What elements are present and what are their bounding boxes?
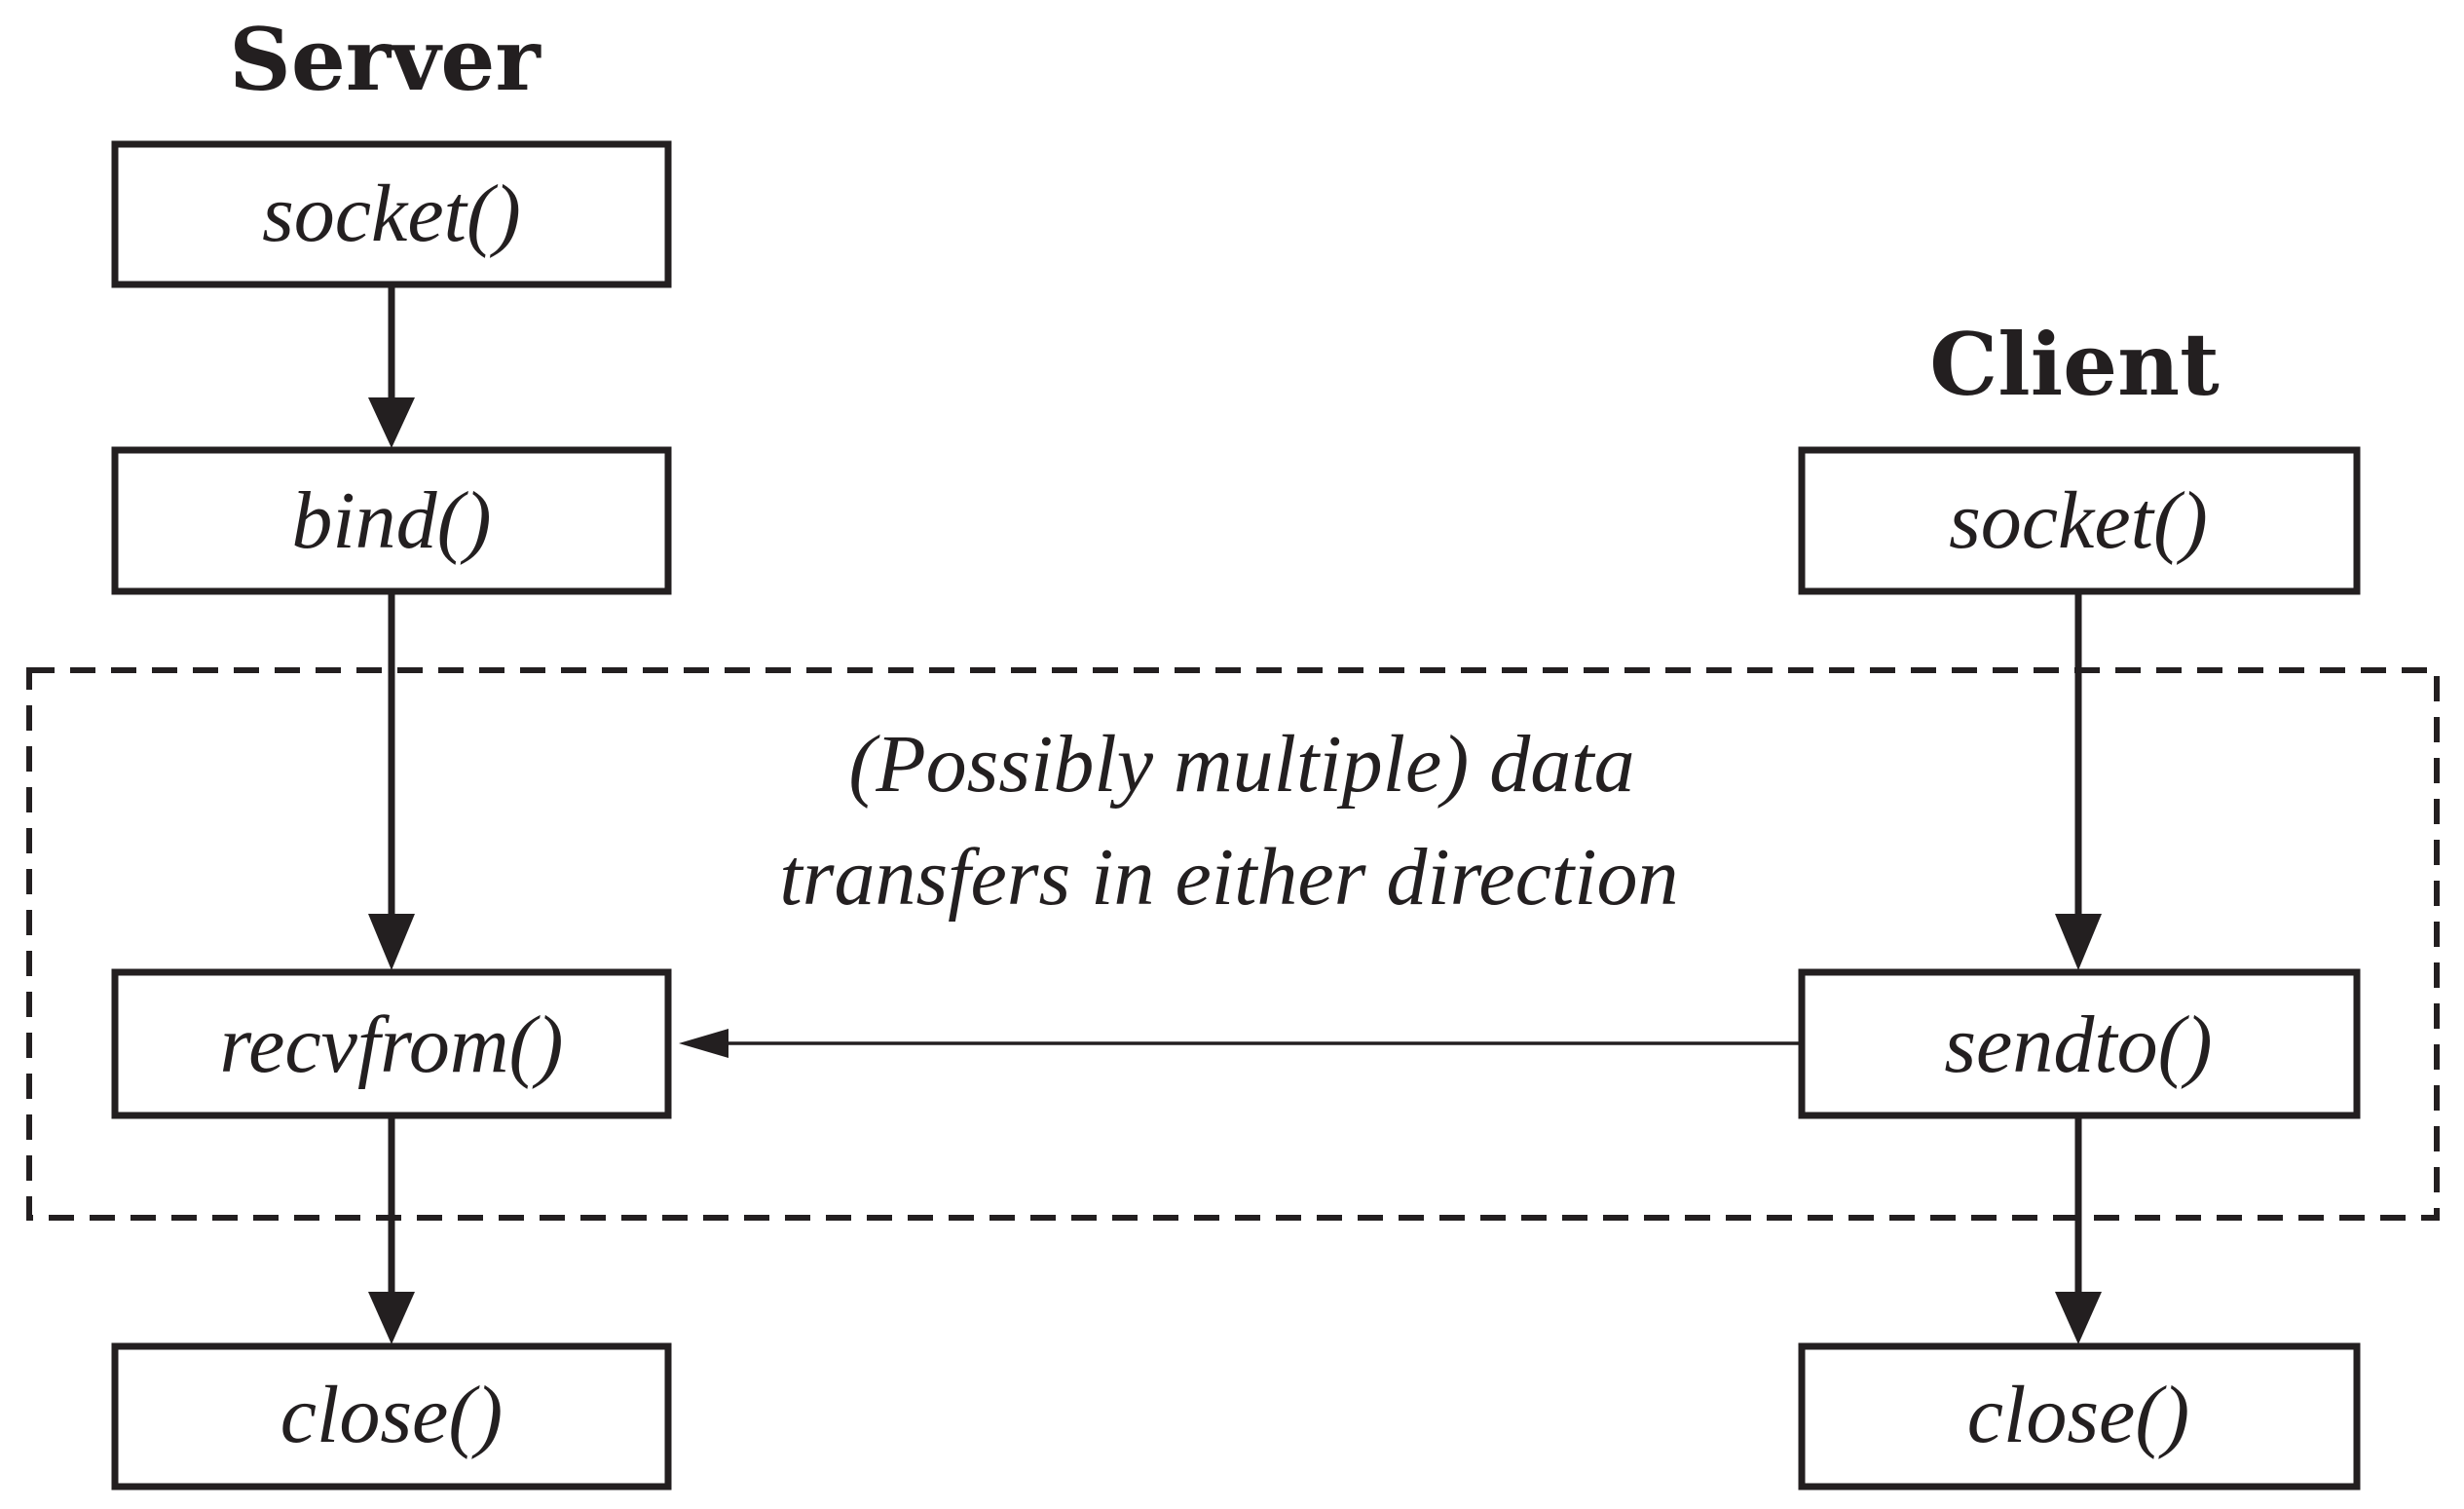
- data-transfer-region: [26, 667, 2440, 1221]
- client-close-box: close(): [1798, 1342, 2361, 1490]
- server-bind-arrowhead: [368, 397, 415, 448]
- server-close-label: close(): [280, 1370, 504, 1460]
- server-close-arrowhead: [368, 1292, 415, 1344]
- client-socket-box: socket(): [1798, 446, 2361, 595]
- server-heading: Server: [229, 9, 541, 110]
- data-transfer-note-line2: transfers in either direction: [779, 832, 1678, 923]
- client-sendto-arrowhead: [2055, 914, 2102, 970]
- client-close-label: close(): [1967, 1370, 2190, 1460]
- server-close-box: close(): [111, 1342, 672, 1490]
- client-sendto-box: sendto(): [1798, 968, 2361, 1119]
- client-heading: Client: [1929, 314, 2220, 415]
- recvfrom-message-arrowhead: [679, 1029, 728, 1058]
- server-recvfrom-box: recvfrom(): [111, 968, 672, 1119]
- server-bind-box: bind(): [111, 446, 672, 595]
- client-close-arrowhead: [2055, 1292, 2102, 1344]
- server-recvfrom-arrowhead: [368, 914, 415, 970]
- server-bind-label: bind(): [291, 475, 491, 566]
- server-socket-box: socket(): [111, 140, 672, 288]
- client-sendto-label: sendto(): [1944, 1000, 2212, 1090]
- data-transfer-note-line1: (Possibly multiple) data: [848, 719, 1634, 810]
- server-socket-label: socket(): [262, 169, 521, 259]
- server-recvfrom-label: recvfrom(): [220, 1000, 564, 1090]
- client-socket-label: socket(): [1949, 475, 2208, 566]
